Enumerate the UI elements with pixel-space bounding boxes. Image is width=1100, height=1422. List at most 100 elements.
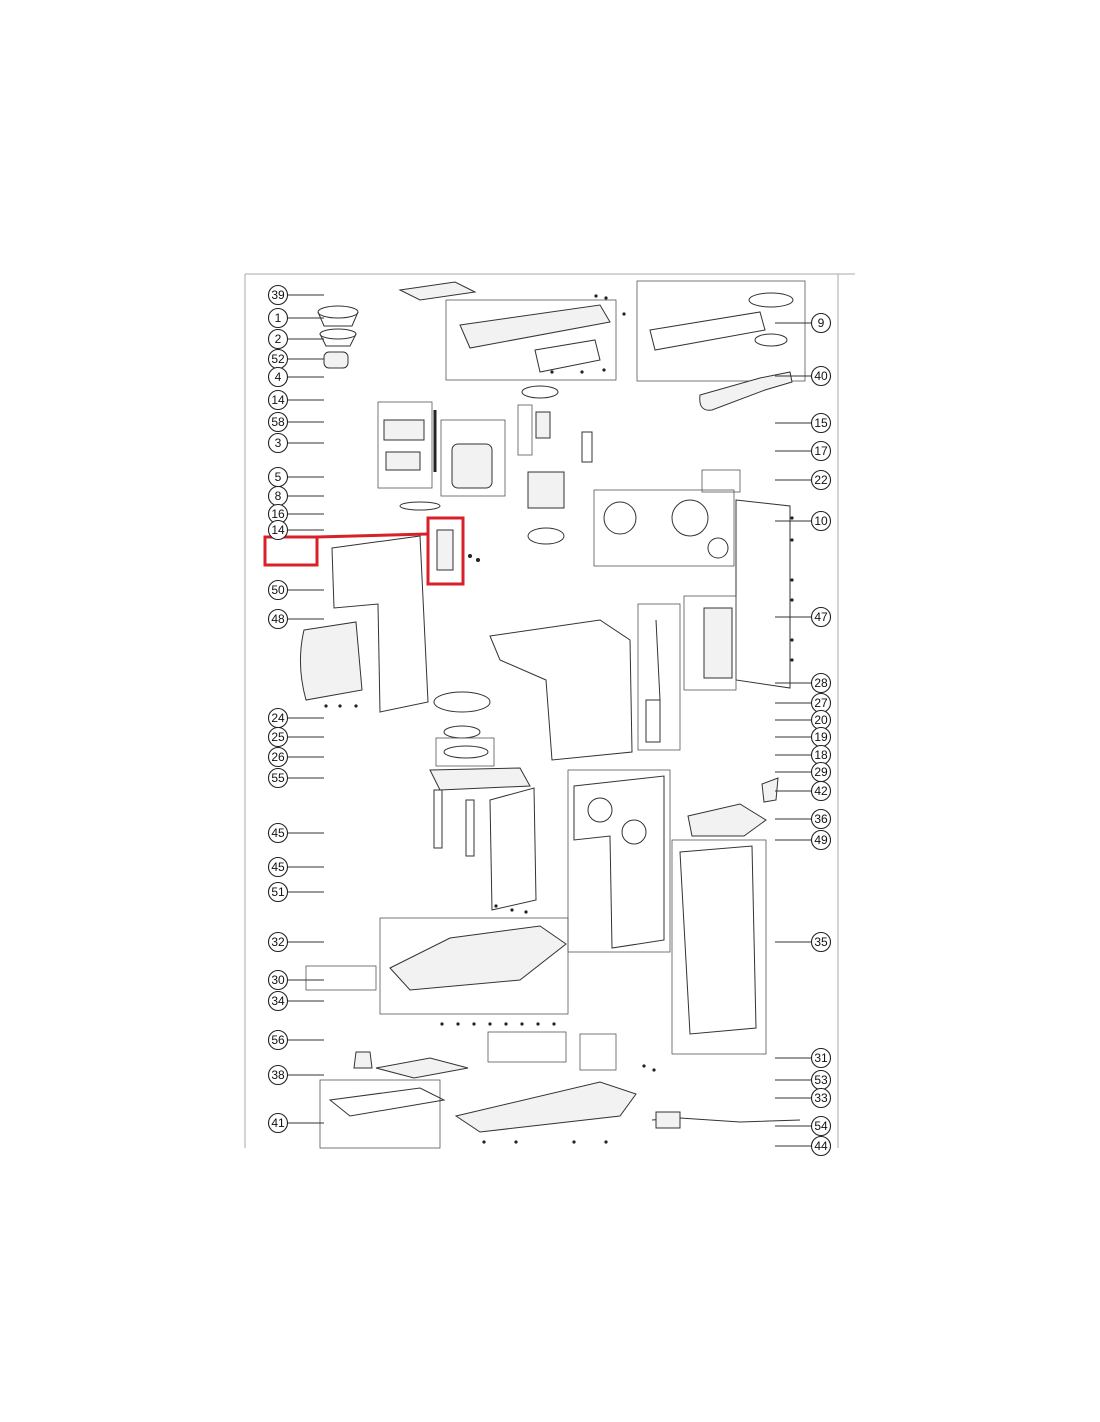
screw [604, 1140, 608, 1144]
part-51-panel [489, 787, 537, 911]
callout-number: 45 [271, 860, 285, 874]
screw [510, 908, 514, 912]
callout-40: 40 [810, 365, 832, 387]
callout-5: 5 [267, 466, 289, 488]
callout-number: 34 [271, 994, 285, 1008]
screw [472, 1022, 476, 1026]
callout-39: 39 [267, 284, 289, 306]
callout-48: 48 [267, 608, 289, 630]
callout-number: 32 [271, 935, 285, 949]
callout-47: 47 [810, 606, 832, 628]
frame-32 [379, 917, 569, 1015]
callout-38: 38 [267, 1064, 289, 1086]
callout-circle [810, 606, 832, 628]
part-45-a [433, 789, 443, 849]
frame-board [377, 401, 433, 489]
callout-number: 19 [814, 730, 828, 744]
screw [494, 904, 498, 908]
callout-number: 20 [814, 713, 828, 727]
part-54-plug [655, 1111, 681, 1129]
callout-number: 28 [814, 676, 828, 690]
part-14-seal [521, 385, 559, 399]
highlight-connector [316, 532, 429, 539]
callout-circle [267, 608, 289, 630]
callout-circle [267, 1064, 289, 1086]
callout-44: 44 [810, 1135, 832, 1157]
callout-55: 55 [267, 767, 289, 789]
screw [476, 558, 480, 562]
frame-31 [579, 1033, 617, 1071]
part-20-hose [655, 619, 661, 701]
screw [580, 370, 584, 374]
callout-54: 54 [810, 1115, 832, 1137]
frame-34 [487, 1031, 567, 1063]
part-41-tray [328, 1087, 446, 1117]
part-42-knob [761, 777, 779, 803]
callout-circle [267, 856, 289, 878]
callout-number: 47 [814, 610, 828, 624]
part-filter-1-body [317, 311, 359, 327]
callout-circle [810, 469, 832, 491]
callout-27: 27 [810, 692, 832, 714]
callout-number: 30 [271, 973, 285, 987]
part-10-c [707, 537, 729, 559]
callout-56: 56 [267, 1029, 289, 1051]
callout-50: 50 [267, 579, 289, 601]
part-filter-2-body [319, 333, 357, 347]
highlight-group [263, 516, 480, 586]
callout-10: 10 [810, 510, 832, 532]
frame-19-20 [637, 603, 681, 751]
callout-circle [810, 1115, 832, 1137]
screw [652, 1068, 656, 1072]
part-pump [527, 471, 565, 509]
part-boiler [451, 443, 493, 489]
callout-number: 14 [271, 393, 285, 407]
callout-circle [810, 412, 832, 434]
callout-circle [267, 1029, 289, 1051]
frame-top-cover [445, 299, 617, 381]
callout-circle [267, 969, 289, 991]
callout-49: 49 [810, 829, 832, 851]
screw-group [324, 294, 794, 1144]
screw [790, 658, 794, 662]
frame-30 [305, 965, 377, 991]
part-10-a [603, 501, 637, 535]
screw [488, 1022, 492, 1026]
callout-number: 5 [275, 470, 282, 484]
callout-34: 34 [267, 990, 289, 1012]
part-25 [443, 725, 481, 739]
screw [602, 368, 606, 372]
callout-number: 45 [271, 826, 285, 840]
part-36-cover [687, 803, 767, 837]
screw [594, 294, 598, 298]
callout-52: 52 [267, 348, 289, 370]
part-48-cover [299, 621, 363, 701]
frame-49 [567, 769, 671, 953]
callout-circle [267, 1112, 289, 1134]
callout-circle [267, 881, 289, 903]
callout-number: 41 [271, 1116, 285, 1130]
callout-number: 9 [818, 316, 825, 330]
callout-17: 17 [810, 440, 832, 462]
callout-number: 54 [814, 1119, 828, 1133]
screw [790, 538, 794, 542]
callout-number: 16 [271, 507, 285, 521]
part-55 [429, 767, 531, 791]
screw [514, 1140, 518, 1144]
callout-28: 28 [810, 672, 832, 694]
part-23 [436, 529, 454, 571]
callout-circle [810, 931, 832, 953]
callout-20: 20 [810, 709, 832, 731]
callout-number: 3 [275, 436, 282, 450]
callout-circle [810, 365, 832, 387]
part-35-tank [679, 845, 757, 1035]
leader-lines [288, 294, 811, 1147]
callout-circle [810, 808, 832, 830]
callout-45: 45 [267, 856, 289, 878]
callout-31: 31 [810, 1047, 832, 1069]
callout-number: 35 [814, 935, 828, 949]
callout-circle [810, 440, 832, 462]
callout-circle [267, 366, 289, 388]
callout-36: 36 [810, 808, 832, 830]
callout-number: 22 [814, 473, 828, 487]
